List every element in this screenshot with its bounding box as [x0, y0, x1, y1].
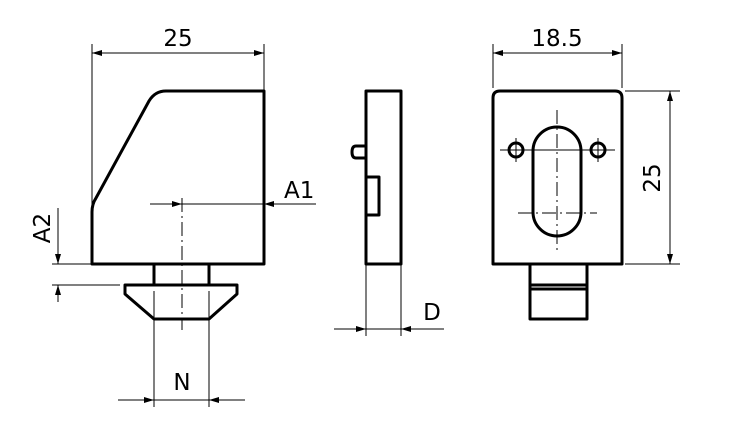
width-dimension-label: 18.5: [531, 26, 582, 52]
pin: [350, 144, 366, 160]
width-dimension-label: 25: [163, 26, 192, 52]
a1-label: A1: [284, 178, 314, 204]
body-outline: [90, 89, 266, 266]
notch: [364, 175, 381, 217]
middle-side-view: D: [334, 89, 444, 336]
d-label: D: [423, 300, 441, 326]
plug: [528, 262, 589, 321]
front-view: 18.5 25: [491, 26, 680, 321]
height-dimension-label: 25: [640, 163, 666, 192]
plate-front: [491, 89, 624, 266]
a2-label: A2: [30, 213, 56, 243]
t-nut-head: [123, 283, 239, 321]
left-profile-view: 25 A1 A2 N: [30, 26, 316, 407]
n-label: N: [173, 370, 190, 396]
